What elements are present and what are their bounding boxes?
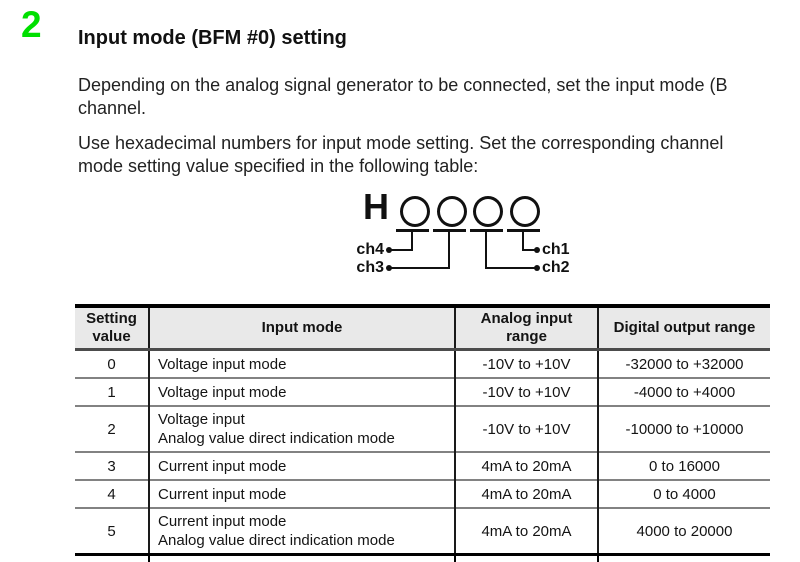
cell-digital: -10000 to +10000 <box>597 405 770 452</box>
paragraph-line: Depending on the analog signal generator… <box>78 75 728 95</box>
cell-analog: -10V to +10V <box>454 377 598 406</box>
cell-mode: Current input mode <box>148 479 455 508</box>
header-setting-value: Setting value <box>75 306 149 351</box>
table-column-line-stub <box>148 556 150 562</box>
cell-digital: -4000 to +4000 <box>597 377 770 406</box>
cell-analog: 4mA to 20mA <box>454 451 598 480</box>
table-column-line-stub <box>597 556 599 562</box>
digit-circle <box>437 196 467 227</box>
connector-bullet <box>534 265 540 271</box>
table-row: 5 Current input mode Analog value direct… <box>75 507 770 555</box>
paragraph-line: mode setting value specified in the foll… <box>78 156 479 176</box>
table-column-line-stub <box>454 556 456 562</box>
digit-circle <box>510 196 540 227</box>
cell-mode: Voltage input mode <box>148 377 455 406</box>
connector-bullet <box>534 247 540 253</box>
paragraph-intro: Depending on the analog signal generator… <box>78 74 727 120</box>
table-row: 4 Current input mode 4mA to 20mA 0 to 40… <box>75 479 770 508</box>
digit-underbar <box>396 229 429 232</box>
cell-mode: Voltage input mode <box>148 349 455 378</box>
table-row: 1 Voltage input mode -10V to +10V -4000 … <box>75 377 770 406</box>
cell-setting: 3 <box>75 451 149 480</box>
table-row: 0 Voltage input mode -10V to +10V -32000… <box>75 349 770 378</box>
cell-digital: 0 to 16000 <box>597 451 770 480</box>
cell-mode: Voltage input Analog value direct indica… <box>148 405 455 452</box>
cell-digital: 4000 to 20000 <box>597 507 770 555</box>
connector-line <box>522 249 538 251</box>
digit-underbar <box>433 229 466 232</box>
cell-analog: -10V to +10V <box>454 349 598 378</box>
cell-setting: 1 <box>75 377 149 406</box>
cell-mode: Current input mode <box>148 451 455 480</box>
hex-prefix-h: H <box>363 186 389 227</box>
table-row: 2 Voltage input Analog value direct indi… <box>75 405 770 452</box>
connector-bullet <box>386 265 392 271</box>
section-number: 2 <box>21 4 42 45</box>
connector-line <box>391 267 450 269</box>
label-ch2: ch2 <box>542 259 570 276</box>
cell-setting: 4 <box>75 479 149 508</box>
connector-line <box>391 249 413 251</box>
table-row: 3 Current input mode 4mA to 20mA 0 to 16… <box>75 451 770 480</box>
header-digital-output-range: Digital output range <box>597 306 770 351</box>
connector-line <box>485 232 487 269</box>
table-header-row: Setting value Input mode Analog input ra… <box>75 306 770 351</box>
connector-line <box>522 232 524 251</box>
header-input-mode: Input mode <box>148 306 455 351</box>
digit-circle <box>400 196 430 227</box>
cell-analog: -10V to +10V <box>454 405 598 452</box>
paragraph-line: Use hexadecimal numbers for input mode s… <box>78 133 724 153</box>
paragraph-hex-note: Use hexadecimal numbers for input mode s… <box>78 132 723 178</box>
connector-line <box>411 232 413 251</box>
connector-bullet <box>386 247 392 253</box>
cell-setting: 0 <box>107 355 116 373</box>
label-ch3: ch3 <box>356 259 384 276</box>
digit-underbar <box>507 229 540 232</box>
cell-setting: 5 <box>75 507 149 555</box>
label-ch4: ch4 <box>356 241 384 258</box>
header-analog-input-range: Analog input range <box>454 306 598 351</box>
digit-circle <box>473 196 503 227</box>
cell-digital: -32000 to +32000 <box>597 349 770 378</box>
connector-line <box>448 232 450 269</box>
page-title: Input mode (BFM #0) setting <box>78 27 347 49</box>
cell-mode: Current input mode Analog value direct i… <box>148 507 455 555</box>
paragraph-line: channel. <box>78 98 147 118</box>
cell-analog: 4mA to 20mA <box>454 507 598 555</box>
cell-analog: 4mA to 20mA <box>454 479 598 508</box>
connector-line <box>485 267 538 269</box>
input-mode-table: Setting value Input mode Analog input ra… <box>75 304 770 556</box>
cell-setting: 2 <box>75 405 149 452</box>
cell-digital: 0 to 4000 <box>597 479 770 508</box>
label-ch1: ch1 <box>542 241 570 258</box>
digit-underbar <box>470 229 503 232</box>
